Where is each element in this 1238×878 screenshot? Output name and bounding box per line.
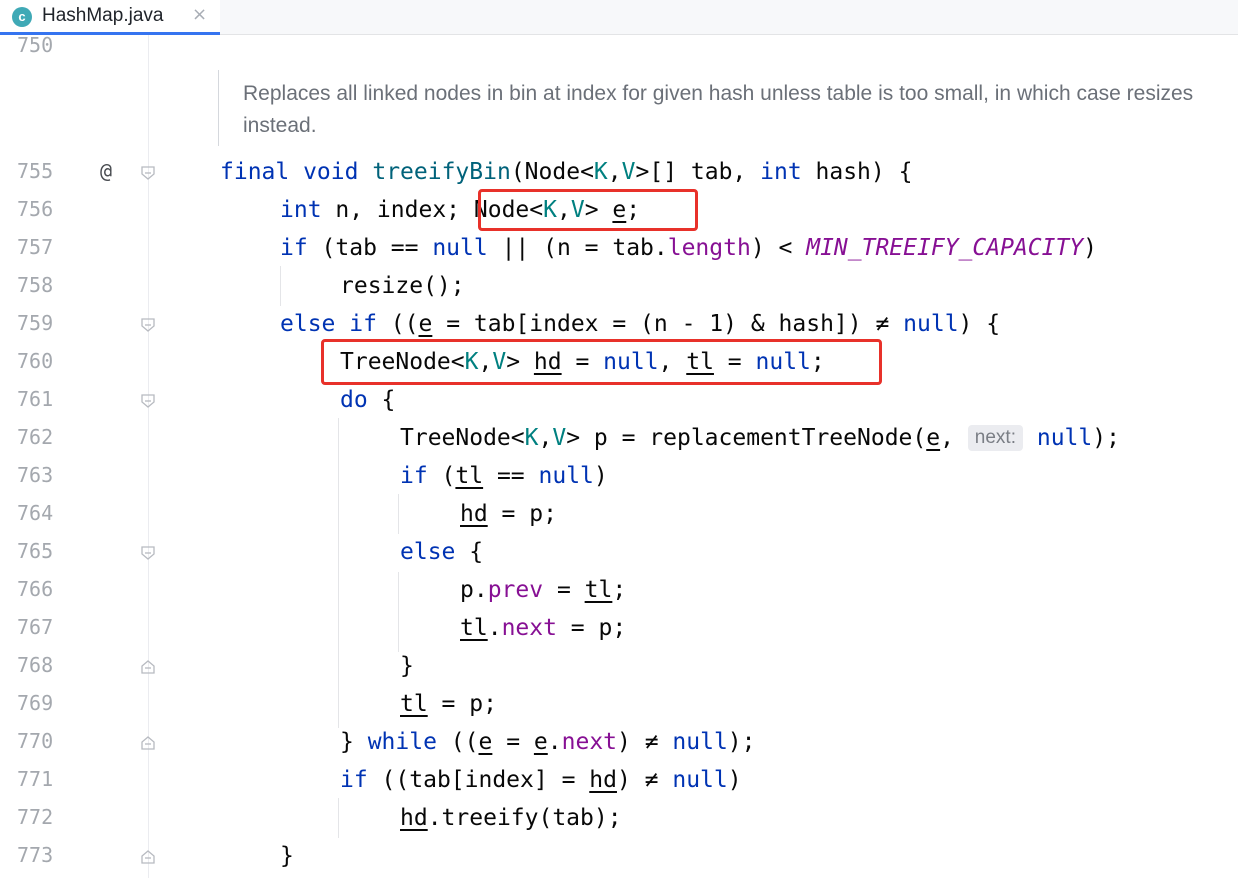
code-line-773[interactable]: } bbox=[280, 843, 294, 869]
fold-end-icon[interactable] bbox=[141, 850, 155, 864]
line-number: 765 bbox=[17, 539, 54, 563]
code-line-767[interactable]: tl.next = p; bbox=[460, 615, 627, 641]
fold-end-icon[interactable] bbox=[141, 660, 155, 674]
code-line-768[interactable]: } bbox=[400, 653, 414, 679]
java-class-icon: c bbox=[12, 7, 32, 27]
indent-guide bbox=[338, 798, 339, 838]
indent-guide bbox=[398, 572, 399, 652]
line-number: 763 bbox=[17, 463, 54, 487]
line-number: 760 bbox=[17, 349, 54, 373]
code-line-766[interactable]: p.prev = tl; bbox=[460, 577, 627, 603]
code-line-756[interactable]: int n, index; Node<K,V> e; bbox=[280, 197, 641, 223]
line-number: 771 bbox=[17, 767, 54, 791]
line-number: 769 bbox=[17, 691, 54, 715]
highlight-box-node-e bbox=[478, 189, 698, 231]
fold-collapse-icon[interactable] bbox=[141, 166, 155, 180]
indent-guide bbox=[398, 494, 399, 534]
javadoc-text: Replaces all linked nodes in bin at inde… bbox=[243, 82, 1194, 137]
tab-hashmap-java[interactable]: c HashMap.java × bbox=[0, 0, 220, 35]
active-tab-indicator bbox=[0, 32, 220, 35]
override-marker-icon[interactable]: @ bbox=[100, 159, 113, 183]
editor-gutter: 750 755 @ 756 757 758 759 760 761 762 76… bbox=[0, 33, 149, 878]
code-line-765[interactable]: else { bbox=[400, 539, 484, 565]
fold-end-icon[interactable] bbox=[141, 736, 155, 750]
highlight-box-treenode-hd-tl bbox=[321, 339, 882, 385]
line-number: 772 bbox=[17, 805, 54, 829]
fold-collapse-icon[interactable] bbox=[141, 546, 155, 560]
parameter-hint: next: bbox=[967, 425, 1023, 451]
line-number: 768 bbox=[17, 653, 54, 677]
fold-collapse-icon[interactable] bbox=[141, 394, 155, 408]
line-number: 755 bbox=[17, 159, 54, 183]
tab-title: HashMap.java bbox=[42, 5, 164, 26]
line-number: 761 bbox=[17, 387, 54, 411]
line-number: 770 bbox=[17, 729, 54, 753]
code-line-762[interactable]: TreeNode<K,V> p = replacementTreeNode(e,… bbox=[400, 425, 1120, 451]
close-icon[interactable]: × bbox=[192, 4, 208, 25]
line-number: 759 bbox=[17, 311, 54, 335]
code-line-763[interactable]: if (tl == null) bbox=[400, 463, 608, 489]
code-line-760[interactable]: TreeNode<K,V> hd = null, tl = null; bbox=[340, 349, 825, 375]
code-line-770[interactable]: } while ((e = e.next) ≠ null); bbox=[340, 729, 756, 755]
line-number: 750 bbox=[17, 33, 54, 57]
line-number: 762 bbox=[17, 425, 54, 449]
code-line-757[interactable]: if (tab == null || (n = tab.length) < MI… bbox=[280, 235, 1098, 261]
indent-guide bbox=[338, 418, 339, 728]
line-number: 756 bbox=[17, 197, 54, 221]
code-line-764[interactable]: hd = p; bbox=[460, 501, 557, 527]
line-number: 767 bbox=[17, 615, 54, 639]
code-line-761[interactable]: do { bbox=[340, 387, 396, 413]
fold-collapse-icon[interactable] bbox=[141, 318, 155, 332]
code-line-755[interactable]: final void treeifyBin(Node<K,V>[] tab, i… bbox=[220, 159, 913, 185]
rendered-javadoc: Replaces all linked nodes in bin at inde… bbox=[218, 70, 1238, 146]
code-line-758[interactable]: resize(); bbox=[340, 273, 465, 299]
indent-guide bbox=[280, 266, 281, 306]
code-line-759[interactable]: else if ((e = tab[index = (n - 1) & hash… bbox=[280, 311, 1001, 337]
code-line-771[interactable]: if ((tab[index] = hd) ≠ null) bbox=[340, 767, 742, 793]
line-number: 758 bbox=[17, 273, 54, 297]
line-number: 764 bbox=[17, 501, 54, 525]
line-number: 766 bbox=[17, 577, 54, 601]
line-number: 773 bbox=[17, 843, 54, 867]
editor-tab-bar: c HashMap.java × bbox=[0, 0, 1238, 35]
code-line-769[interactable]: tl = p; bbox=[400, 691, 497, 717]
code-line-772[interactable]: hd.treeify(tab); bbox=[400, 805, 622, 831]
line-number: 757 bbox=[17, 235, 54, 259]
